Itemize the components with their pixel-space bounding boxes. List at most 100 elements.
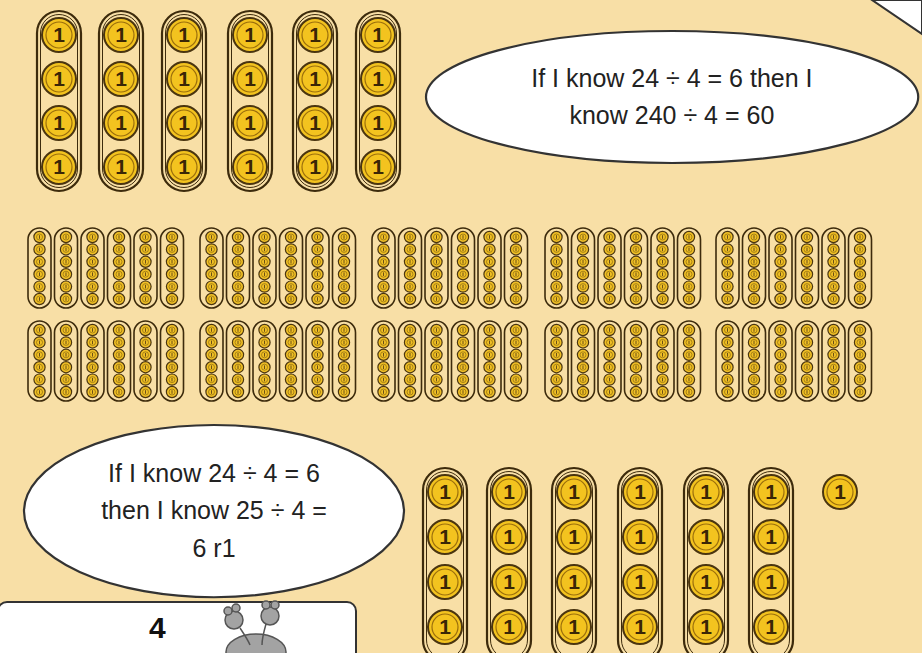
coin: 1 bbox=[232, 149, 268, 185]
coin: 1 bbox=[753, 519, 789, 555]
coin: 1 bbox=[297, 149, 333, 185]
coin-group bbox=[684, 468, 728, 653]
coin-value: 1 bbox=[622, 519, 658, 555]
coin: 1 bbox=[427, 609, 463, 645]
coin-value: 1 bbox=[360, 105, 396, 141]
coin: 1 bbox=[166, 149, 202, 185]
coin: 1 bbox=[556, 564, 592, 600]
speech-text: If I know 24 ÷ 4 = 6 then I know 25 ÷ 4 … bbox=[94, 455, 334, 568]
coin-group bbox=[356, 11, 400, 191]
coin-value: 1 bbox=[232, 105, 268, 141]
coin: 1 bbox=[360, 61, 396, 97]
coin-value: 1 bbox=[166, 17, 202, 53]
coin: 1 bbox=[41, 105, 77, 141]
coin-value: 1 bbox=[753, 474, 789, 510]
coin-value: 1 bbox=[427, 474, 463, 510]
coin: 1 bbox=[622, 519, 658, 555]
coin-value: 1 bbox=[232, 17, 268, 53]
coin-block bbox=[200, 228, 356, 308]
coin: 1 bbox=[427, 519, 463, 555]
coin-group bbox=[99, 11, 143, 191]
coin: 1 bbox=[297, 61, 333, 97]
coin: 1 bbox=[103, 61, 139, 97]
coin-value: 1 bbox=[360, 61, 396, 97]
coin-group bbox=[37, 11, 81, 191]
coin-block bbox=[716, 321, 872, 401]
coin-value: 1 bbox=[688, 519, 724, 555]
coin: 1 bbox=[688, 519, 724, 555]
coin-value: 1 bbox=[556, 474, 592, 510]
coin: 1 bbox=[688, 474, 724, 510]
page-corner bbox=[872, 0, 922, 34]
coin-block bbox=[28, 321, 184, 401]
speech-bubble: If I know 24 ÷ 4 = 6 then I know 240 ÷ 4… bbox=[424, 29, 920, 165]
coin-value: 1 bbox=[688, 609, 724, 645]
coin-value: 1 bbox=[41, 105, 77, 141]
coin: 1 bbox=[753, 609, 789, 645]
coin: 1 bbox=[103, 149, 139, 185]
coin-value: 1 bbox=[622, 564, 658, 600]
thinking-character bbox=[224, 601, 286, 653]
coin-value: 1 bbox=[232, 149, 268, 185]
coin-value: 1 bbox=[297, 105, 333, 141]
coin-block bbox=[716, 228, 872, 308]
coin-value: 1 bbox=[427, 609, 463, 645]
coin-group bbox=[487, 468, 531, 653]
coin-value: 1 bbox=[491, 564, 527, 600]
coin: 1 bbox=[622, 564, 658, 600]
coin-group bbox=[749, 468, 793, 653]
coin-value: 1 bbox=[491, 609, 527, 645]
coin-value: 1 bbox=[297, 17, 333, 53]
coin-group bbox=[293, 11, 337, 191]
coin-group bbox=[423, 468, 467, 653]
coin: 1 bbox=[556, 474, 592, 510]
coin-value: 1 bbox=[297, 61, 333, 97]
coin-value: 1 bbox=[103, 105, 139, 141]
coin-value: 1 bbox=[688, 564, 724, 600]
coin-value: 1 bbox=[360, 149, 396, 185]
coin: 1 bbox=[556, 609, 592, 645]
coin: 1 bbox=[556, 519, 592, 555]
coin: 1 bbox=[622, 474, 658, 510]
coin: 1 bbox=[41, 17, 77, 53]
coin-value: 1 bbox=[41, 17, 77, 53]
coin: 1 bbox=[688, 609, 724, 645]
coin: 1 bbox=[491, 564, 527, 600]
coin-block bbox=[372, 228, 528, 308]
coin: 1 bbox=[491, 609, 527, 645]
coin-group bbox=[618, 468, 662, 653]
coin: 1 bbox=[753, 474, 789, 510]
panel-number: 4 bbox=[149, 613, 166, 643]
coin-value: 1 bbox=[297, 149, 333, 185]
coin: 1 bbox=[688, 564, 724, 600]
coin-value: 1 bbox=[556, 519, 592, 555]
coin: 1 bbox=[41, 61, 77, 97]
coin: 1 bbox=[491, 474, 527, 510]
coin-group bbox=[228, 11, 272, 191]
coin: 1 bbox=[232, 61, 268, 97]
bottom-coin-groups bbox=[423, 468, 793, 653]
coin-value: 1 bbox=[688, 474, 724, 510]
coin-value: 1 bbox=[491, 474, 527, 510]
coin: 1 bbox=[360, 149, 396, 185]
coin-value: 1 bbox=[822, 474, 858, 510]
coin-value: 1 bbox=[41, 149, 77, 185]
coin-value: 1 bbox=[753, 519, 789, 555]
coin: 1 bbox=[491, 519, 527, 555]
coin-value: 1 bbox=[166, 61, 202, 97]
coin: 1 bbox=[297, 105, 333, 141]
coin-value: 1 bbox=[556, 564, 592, 600]
coin: 1 bbox=[753, 564, 789, 600]
coin: 1 bbox=[360, 17, 396, 53]
coin-value: 1 bbox=[491, 519, 527, 555]
coin-block bbox=[372, 321, 528, 401]
coin-value: 1 bbox=[622, 474, 658, 510]
coin-block bbox=[200, 321, 356, 401]
coin: 1 bbox=[41, 149, 77, 185]
coin-value: 1 bbox=[232, 61, 268, 97]
coin-value: 1 bbox=[427, 519, 463, 555]
coin-group bbox=[552, 468, 596, 653]
coin-value: 1 bbox=[556, 609, 592, 645]
bubble-outline bbox=[424, 29, 920, 165]
